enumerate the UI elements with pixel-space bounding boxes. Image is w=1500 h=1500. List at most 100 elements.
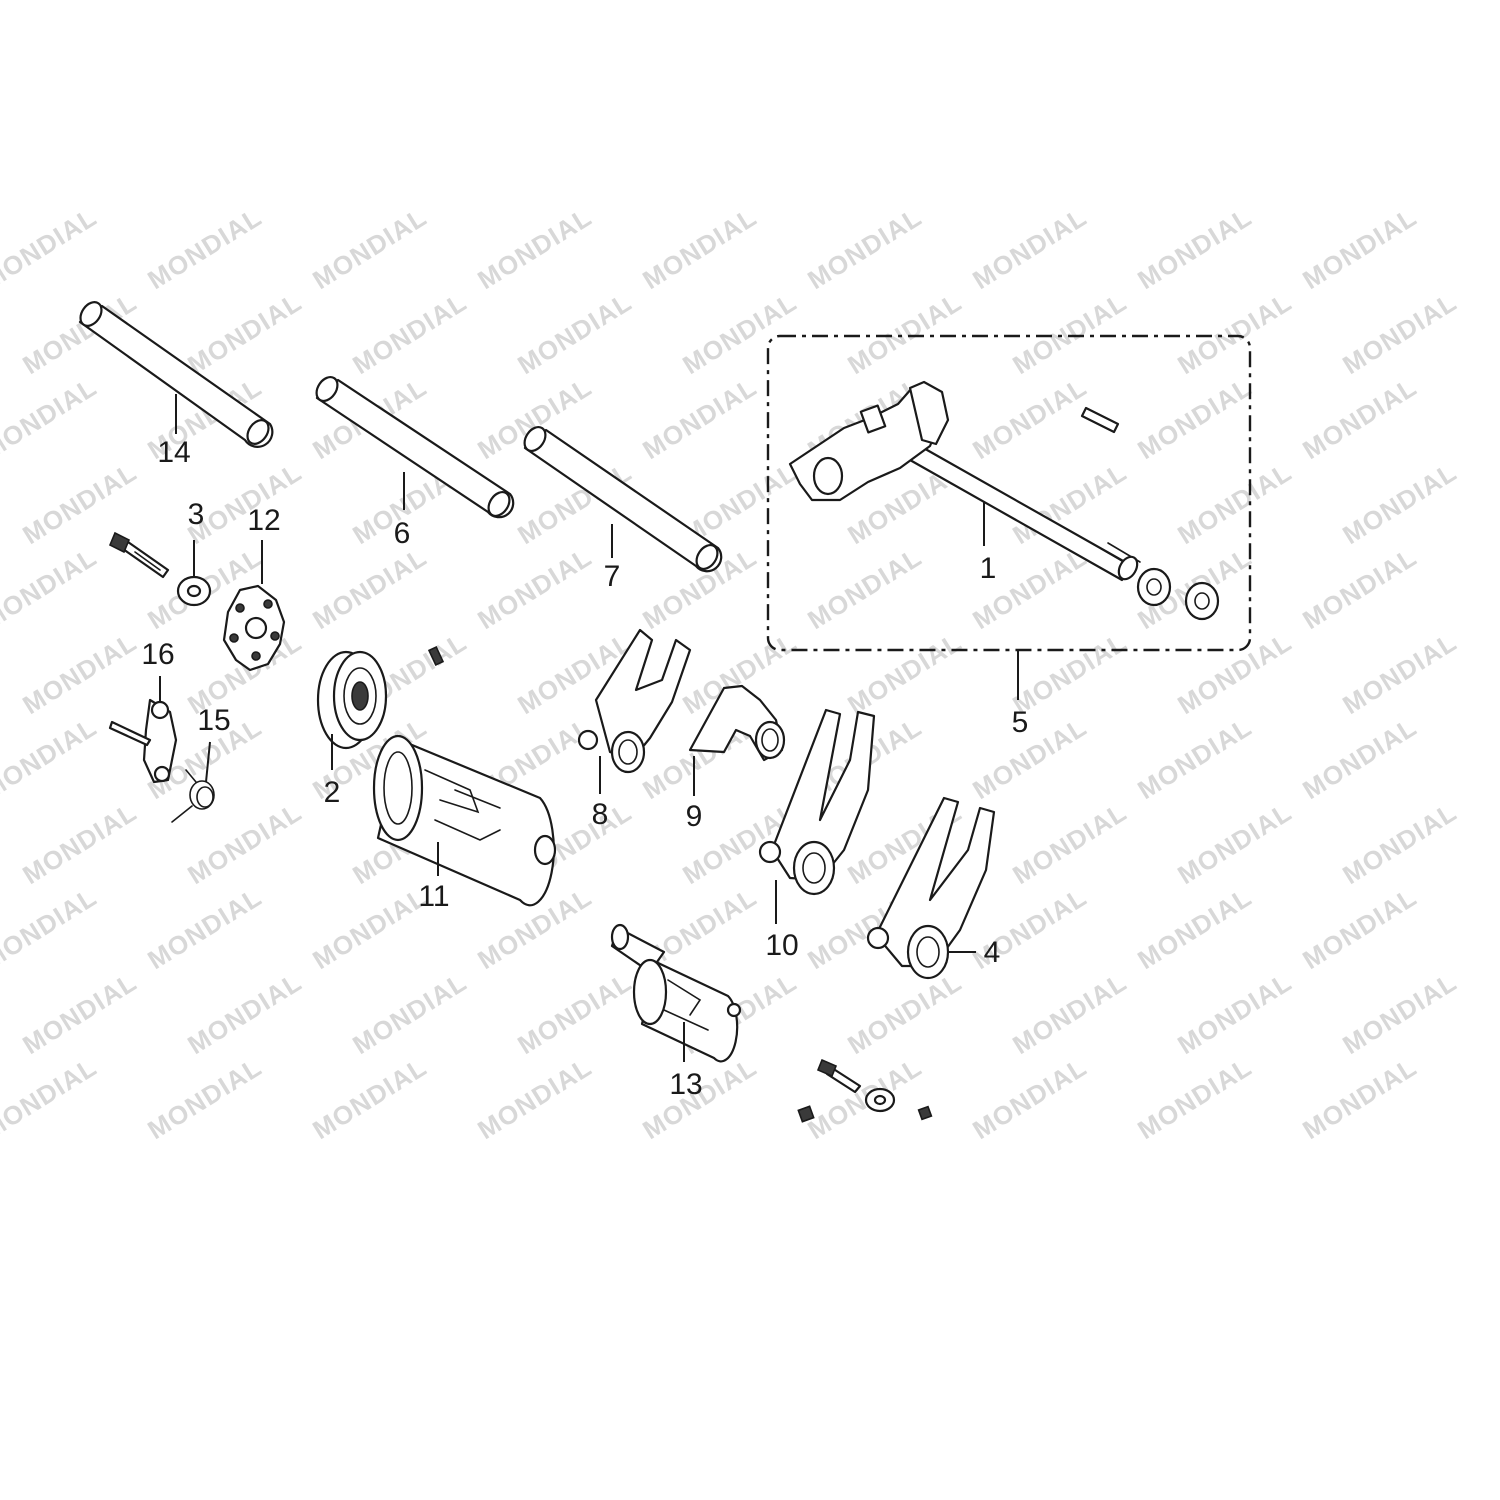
callout-1: 1 xyxy=(980,552,997,585)
watermark-text-98: MONDIAL xyxy=(1297,1052,1422,1145)
watermark-text-22: MONDIAL xyxy=(637,372,762,465)
watermark-text-50: MONDIAL xyxy=(842,627,967,720)
callout-8: 8 xyxy=(592,798,609,831)
part-8-shift-fork xyxy=(577,628,692,774)
callout-7: 7 xyxy=(604,560,621,593)
watermark-text-5: MONDIAL xyxy=(802,202,927,295)
callout-5: 5 xyxy=(1012,706,1029,739)
part-16-stopper-arm xyxy=(108,698,178,784)
watermark-text-73: MONDIAL xyxy=(142,882,267,975)
watermark-text-87: MONDIAL xyxy=(1007,967,1132,1060)
watermark-text-88: MONDIAL xyxy=(1172,967,1297,1060)
callout-14: 14 xyxy=(157,436,190,469)
watermark-text-14: MONDIAL xyxy=(842,287,967,380)
watermark-text-97: MONDIAL xyxy=(1132,1052,1257,1145)
watermark-text-16: MONDIAL xyxy=(1172,287,1297,380)
part-3-bolt-washer xyxy=(108,531,212,607)
watermark-text-60: MONDIAL xyxy=(967,712,1092,805)
callout-4: 4 xyxy=(984,936,1001,969)
watermark-text-41: MONDIAL xyxy=(802,542,927,635)
part-2-bearing xyxy=(316,650,388,750)
part-small-pin xyxy=(427,645,445,667)
watermark-text-61: MONDIAL xyxy=(1132,712,1257,805)
watermark-text-13: MONDIAL xyxy=(677,287,802,380)
watermark-text-89: MONDIAL xyxy=(1337,967,1462,1060)
watermark-text-82: MONDIAL xyxy=(182,967,307,1060)
watermark-text-2: MONDIAL xyxy=(307,202,432,295)
watermark-text-54: MONDIAL xyxy=(0,712,102,805)
watermark-text-7: MONDIAL xyxy=(1132,202,1257,295)
part-4-shift-fork xyxy=(866,796,996,980)
watermark-text-39: MONDIAL xyxy=(472,542,597,635)
watermark-text-15: MONDIAL xyxy=(1007,287,1132,380)
watermark-text-71: MONDIAL xyxy=(1337,797,1462,890)
watermark-text-26: MONDIAL xyxy=(1297,372,1422,465)
part-5-assembly-box xyxy=(766,334,1252,652)
watermark-text-86: MONDIAL xyxy=(842,967,967,1060)
watermark-text-17: MONDIAL xyxy=(1337,287,1462,380)
watermark-text-93: MONDIAL xyxy=(472,1052,597,1145)
callout-15: 15 xyxy=(197,704,230,737)
watermark-text-63: MONDIAL xyxy=(17,797,142,890)
watermark-text-44: MONDIAL xyxy=(1297,542,1422,635)
watermark-text-18: MONDIAL xyxy=(0,372,102,465)
watermark-text-36: MONDIAL xyxy=(0,542,102,635)
watermark-text-70: MONDIAL xyxy=(1172,797,1297,890)
watermark-text-0: MONDIAL xyxy=(0,202,102,295)
watermark-text-1: MONDIAL xyxy=(142,202,267,295)
callout-13: 13 xyxy=(669,1068,702,1101)
watermark-text-84: MONDIAL xyxy=(512,967,637,1060)
part-12-star-plate xyxy=(222,584,286,672)
part-14-shaft xyxy=(78,301,274,448)
part-13-drum xyxy=(610,923,742,1063)
watermark-text-3: MONDIAL xyxy=(472,202,597,295)
part-9-shift-fork xyxy=(688,684,786,762)
callout-6: 6 xyxy=(394,517,411,550)
part-6-shaft xyxy=(315,376,515,519)
part-bottom-bolt-washer xyxy=(797,1058,933,1123)
part-10-shift-fork xyxy=(758,708,876,896)
watermark-text-35: MONDIAL xyxy=(1337,457,1462,550)
watermark-text-62: MONDIAL xyxy=(1297,712,1422,805)
part-7-shaft xyxy=(523,426,723,573)
callout-10: 10 xyxy=(765,929,798,962)
watermark-text-96: MONDIAL xyxy=(967,1052,1092,1145)
watermark-text-83: MONDIAL xyxy=(347,967,472,1060)
callout-2: 2 xyxy=(324,776,341,809)
watermark-text-81: MONDIAL xyxy=(17,967,142,1060)
watermark-text-24: MONDIAL xyxy=(967,372,1092,465)
watermark-text-72: MONDIAL xyxy=(0,882,102,975)
watermark-text-69: MONDIAL xyxy=(1007,797,1132,890)
watermark-text-8: MONDIAL xyxy=(1297,202,1422,295)
watermark-text-79: MONDIAL xyxy=(1132,882,1257,975)
watermark-text-6: MONDIAL xyxy=(967,202,1092,295)
watermark-text-53: MONDIAL xyxy=(1337,627,1462,720)
watermark-text-34: MONDIAL xyxy=(1172,457,1297,550)
watermark-text-38: MONDIAL xyxy=(307,542,432,635)
callout-9: 9 xyxy=(686,800,703,833)
part-1-shift-shaft xyxy=(788,380,1220,621)
watermark-text-92: MONDIAL xyxy=(307,1052,432,1145)
watermark-text-12: MONDIAL xyxy=(512,287,637,380)
callout-12: 12 xyxy=(247,504,280,537)
callout-3: 3 xyxy=(188,498,205,531)
watermark-text-11: MONDIAL xyxy=(347,287,472,380)
watermark-text-52: MONDIAL xyxy=(1172,627,1297,720)
watermark-text-45: MONDIAL xyxy=(17,627,142,720)
leader-lines xyxy=(159,394,1019,1062)
callout-16: 16 xyxy=(141,638,174,671)
part-15-spring xyxy=(171,769,215,823)
watermark-text-27: MONDIAL xyxy=(17,457,142,550)
watermark-text-90: MONDIAL xyxy=(0,1052,102,1145)
part-11-shift-drum xyxy=(372,734,557,907)
watermark-text-10: MONDIAL xyxy=(182,287,307,380)
watermark-text-91: MONDIAL xyxy=(142,1052,267,1145)
callout-11: 11 xyxy=(418,880,449,913)
watermark-text-80: MONDIAL xyxy=(1297,882,1422,975)
watermark-text-74: MONDIAL xyxy=(307,882,432,975)
callout-labels: 1 2 3 4 5 6 7 8 9 10 11 12 13 14 15 16 xyxy=(141,436,1028,1101)
watermark-text-25: MONDIAL xyxy=(1132,372,1257,465)
watermark-text-64: MONDIAL xyxy=(182,797,307,890)
